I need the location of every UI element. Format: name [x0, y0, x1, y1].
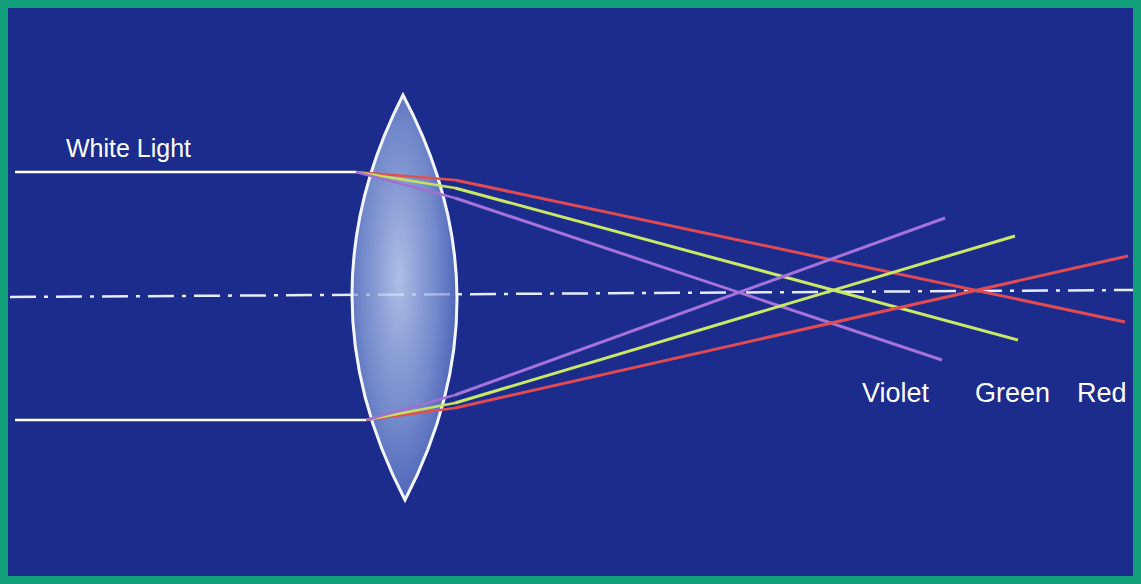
violet-ray — [366, 395, 455, 420]
color-label: Violet — [862, 380, 929, 407]
red-ray — [455, 256, 1128, 408]
white-ray — [15, 171, 356, 174]
color-label: Green — [975, 380, 1050, 407]
violet-ray — [455, 218, 945, 395]
convex-lens — [352, 95, 457, 500]
beam-label: White Light — [66, 136, 191, 161]
color-label: Red — [1077, 380, 1127, 407]
green-ray — [455, 188, 1018, 340]
violet-ray — [356, 172, 455, 198]
white-ray — [15, 419, 366, 422]
red-ray — [455, 180, 1125, 322]
green-ray — [455, 236, 1015, 403]
